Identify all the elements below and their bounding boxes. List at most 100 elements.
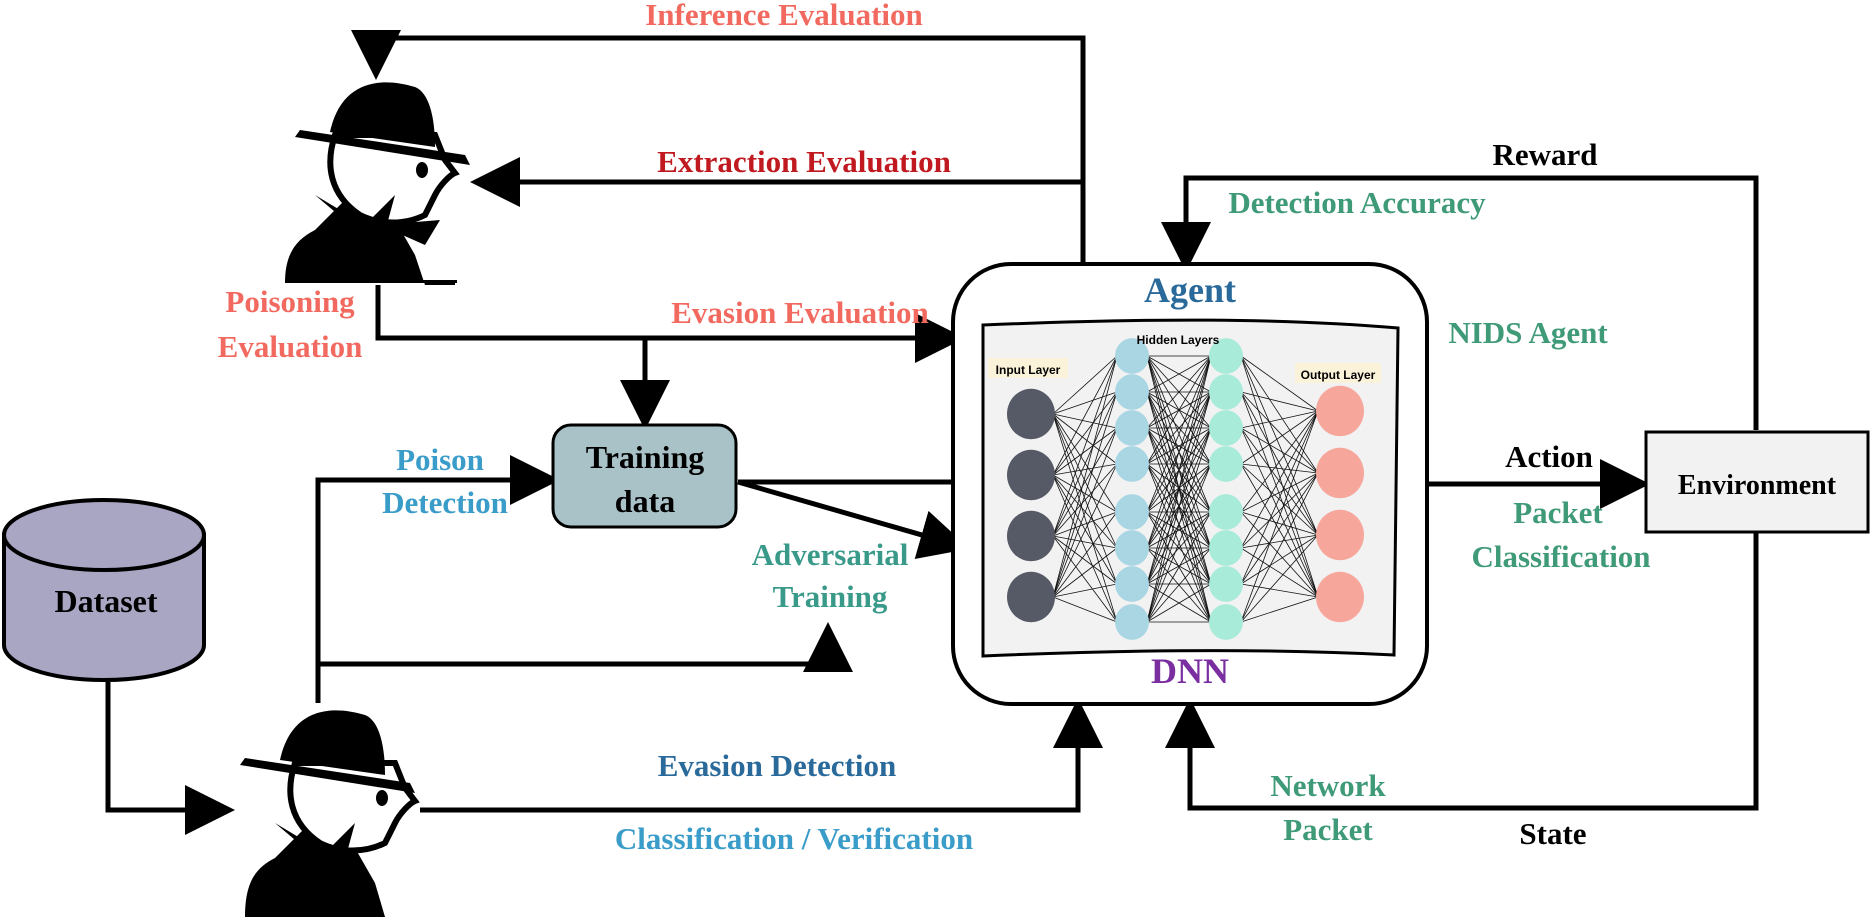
hidden-node-2 [1209, 604, 1243, 640]
nn-edge [1240, 547, 1319, 598]
attacker-icon-top [285, 82, 470, 285]
environment-box: Environment [1644, 430, 1870, 534]
training-to-agent-arrow [737, 479, 970, 559]
input-node [1007, 449, 1055, 501]
hidden-node-1 [1115, 604, 1149, 640]
hidden-node-1 [1115, 446, 1149, 482]
hidden-node-1 [1115, 338, 1149, 374]
nn-edge [1240, 410, 1319, 623]
nn-edge [1146, 391, 1212, 465]
nn-edge [1240, 472, 1319, 513]
dataset-arrow [105, 682, 235, 835]
reward-arrow [1161, 175, 1759, 430]
nn-edge [1240, 355, 1319, 536]
nn-edge [1146, 547, 1212, 623]
nn-edge [1240, 410, 1319, 429]
hidden-node-2 [1209, 446, 1243, 482]
nn-edge [1146, 355, 1212, 465]
nn-edge [1240, 355, 1319, 598]
nn-edge [1146, 511, 1212, 623]
nn-edge [1052, 391, 1118, 476]
action-label: Action [1505, 439, 1593, 474]
nn-edge [1240, 410, 1319, 513]
nn-edge [1052, 463, 1118, 476]
poisoning-label-line1: Poisoning [225, 284, 355, 319]
nn-edge [1052, 511, 1118, 537]
hidden-node-2 [1209, 566, 1243, 602]
nn-edge [1240, 463, 1319, 598]
nn-edge [1240, 472, 1319, 623]
nn-edge [1240, 427, 1319, 474]
nn-edge [1240, 410, 1319, 549]
nn-edge [1146, 355, 1212, 549]
input-node [1007, 388, 1055, 440]
nn-edge [1052, 355, 1118, 415]
hidden-node-2 [1209, 374, 1243, 410]
nn-edge [1052, 463, 1118, 537]
nn-edge [1052, 413, 1118, 513]
extraction-evaluation-label: Extraction Evaluation [657, 144, 951, 179]
nn-edges [1052, 355, 1319, 623]
hidden-node-1 [1115, 410, 1149, 446]
nn-edge [1052, 391, 1118, 537]
nn-edge [1052, 427, 1118, 598]
hidden-node-1 [1115, 494, 1149, 530]
nn-edge [1240, 534, 1319, 549]
nn-edge [1240, 596, 1319, 623]
nn-edge [1240, 391, 1319, 474]
dataset-label: Dataset [54, 583, 157, 619]
hidden-node-1 [1115, 374, 1149, 410]
nn-edge [1146, 511, 1212, 549]
nn-edge [1240, 511, 1319, 598]
poisoning-label-line2: Evaluation [218, 329, 363, 364]
output-layer-label: Output Layer [1301, 368, 1376, 382]
hidden-node-1 [1115, 530, 1149, 566]
nn-edge [1240, 355, 1319, 412]
attacker-icon-bottom [240, 710, 420, 917]
nn-edge [1052, 547, 1118, 598]
nn-edge [1052, 427, 1118, 476]
nn-edge [1052, 535, 1118, 585]
poison-detection-arrow [315, 455, 560, 703]
adversarial-training-line2: Training [773, 579, 888, 614]
output-node [1316, 447, 1364, 499]
network-packet-line1: Network [1270, 768, 1386, 803]
state-arrow [1165, 532, 1759, 811]
nn-edge [1146, 427, 1212, 623]
input-node [1007, 510, 1055, 562]
output-node [1316, 509, 1364, 561]
adversarial-training-line1: Adversarial [752, 537, 909, 572]
reward-label: Reward [1492, 137, 1597, 172]
nn-edge [1052, 413, 1118, 623]
input-node [1007, 571, 1055, 623]
nn-edge [1146, 355, 1212, 393]
dnn-label: DNN [1151, 651, 1229, 691]
nn-edge [1240, 534, 1319, 623]
hidden-node-2 [1209, 410, 1243, 446]
nn-edge [1240, 391, 1319, 412]
nn-edge [1240, 511, 1319, 536]
nn-edge [1052, 511, 1118, 598]
connectors [105, 30, 1759, 835]
nn-nodes [1007, 338, 1364, 640]
state-label: State [1519, 816, 1586, 851]
nn-edge [1146, 583, 1212, 623]
inference-evaluation-label: Inference Evaluation [645, 0, 923, 32]
nn-edge [1146, 355, 1212, 429]
neural-network-icon: Input Layer Hidden Layers Output Layer [981, 318, 1400, 658]
nn-edge [1052, 474, 1118, 623]
nn-edge [1240, 391, 1319, 598]
nn-edge [1052, 535, 1118, 623]
nn-edge [1052, 427, 1118, 537]
nn-edge [1052, 535, 1118, 549]
hidden-node-1 [1115, 566, 1149, 602]
adversarial-arrow [318, 622, 853, 672]
nn-edge [1146, 463, 1212, 623]
nn-edge [1240, 463, 1319, 474]
nn-edge [1052, 355, 1118, 476]
nn-edge [1052, 583, 1118, 598]
training-label-line1: Training [586, 439, 705, 475]
poisoning-evasion-arrow [375, 285, 965, 363]
nn-edge [1052, 355, 1118, 537]
